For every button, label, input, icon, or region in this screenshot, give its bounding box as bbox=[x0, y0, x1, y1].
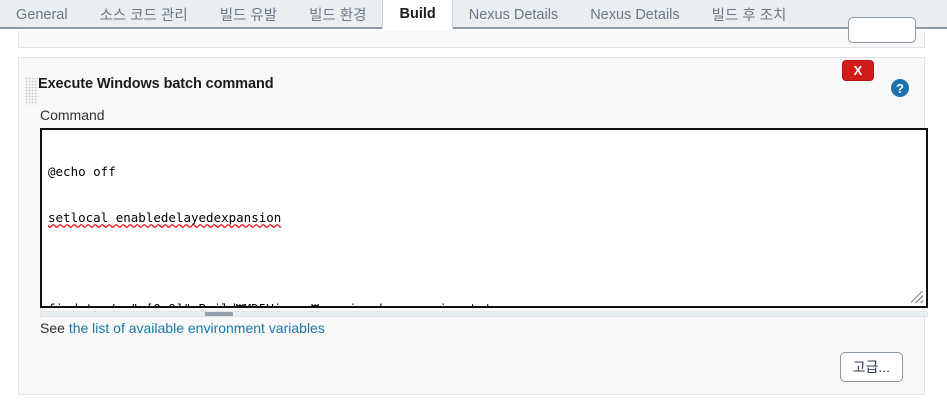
tab-general[interactable]: General bbox=[16, 6, 68, 23]
tab-nexus-details[interactable]: Nexus Details bbox=[590, 6, 680, 23]
command-input[interactable]: @echo off setlocal enabledelayedexpansio… bbox=[40, 128, 928, 308]
tab-bar: General 소스 코드 관리 빌드 유발 빌드 환경 Build Nexus Deta… bbox=[0, 0, 947, 29]
delete-build-step-button[interactable]: X bbox=[842, 60, 874, 81]
scrollbar-thumb[interactable] bbox=[205, 312, 233, 316]
previous-section-panel bbox=[18, 17, 925, 48]
command-field-label: Command bbox=[40, 107, 105, 123]
tab-빌드-환경[interactable]: 빌드 환경 bbox=[309, 8, 367, 24]
command-line: @echo off bbox=[48, 164, 116, 180]
command-textarea-wrapper: @echo off setlocal enabledelayedexpansio… bbox=[40, 128, 928, 308]
advanced-button[interactable]: 고급... bbox=[839, 352, 903, 382]
help-icon[interactable]: ? bbox=[891, 79, 909, 97]
environment-variables-hint: See the list of available environment va… bbox=[40, 320, 325, 336]
tab-nexus-details[interactable]: Nexus Details bbox=[468, 6, 559, 23]
tab-소스-코드-관리[interactable]: 소스 코드 관리 bbox=[99, 8, 188, 24]
tab-빌드-후-조치[interactable]: 빌드 후 조치 bbox=[711, 8, 787, 24]
environment-variables-link[interactable]: the list of available environment variab… bbox=[68, 320, 325, 336]
see-prefix-text: See bbox=[40, 320, 69, 336]
previous-section-button[interactable] bbox=[848, 17, 916, 43]
build-step-panel: Execute Windows batch command X ? Comman… bbox=[18, 57, 928, 395]
tab-build[interactable]: Build bbox=[382, 0, 453, 29]
textarea-resize-handle[interactable] bbox=[911, 291, 923, 303]
command-line: setlocal enabledelayedexpansion bbox=[48, 210, 282, 225]
command-horizontal-scrollbar[interactable] bbox=[40, 311, 928, 317]
tab-빌드-유발[interactable]: 빌드 유발 bbox=[219, 8, 278, 24]
drag-handle-icon[interactable] bbox=[25, 77, 38, 105]
command-line bbox=[48, 256, 921, 271]
command-line: findstr /r " [0-9]" Build₩MD5Viewer₩vers… bbox=[48, 301, 921, 306]
panel-title: Execute Windows batch command bbox=[38, 76, 274, 92]
